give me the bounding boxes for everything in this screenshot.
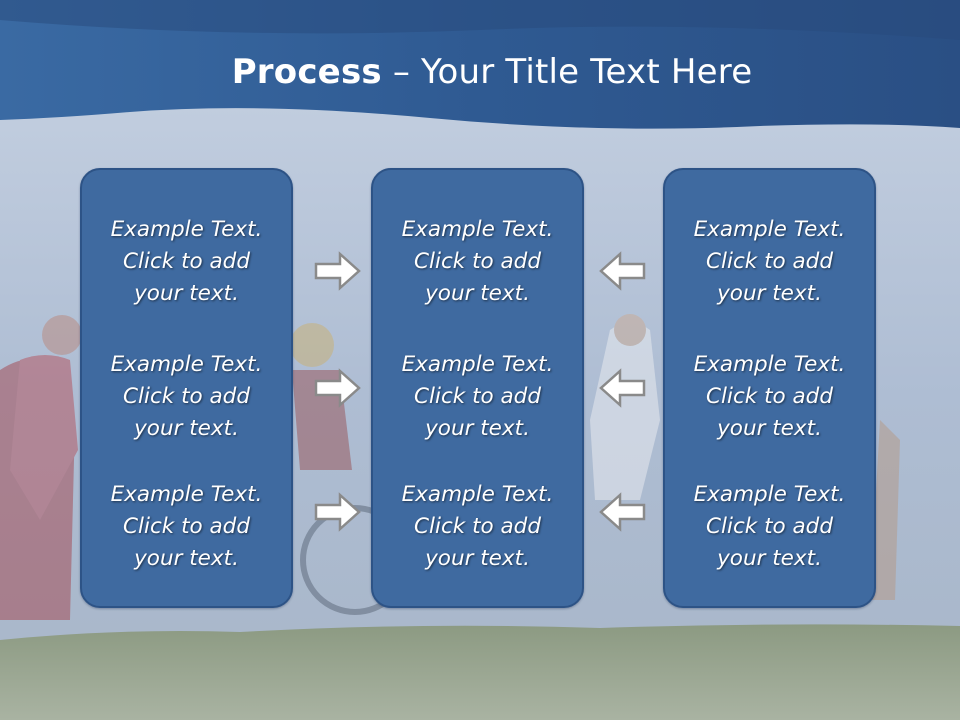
text-line: Click to add bbox=[706, 249, 833, 274]
text-line: your text. bbox=[134, 281, 239, 306]
text-line: your text. bbox=[134, 546, 239, 571]
text-block[interactable]: Example Text. Click to add your text. bbox=[82, 214, 291, 310]
text-line: Click to add bbox=[123, 384, 250, 409]
text-block[interactable]: Example Text. Click to add your text. bbox=[373, 479, 582, 575]
text-line: your text. bbox=[717, 546, 822, 571]
text-line: Example Text. bbox=[110, 352, 263, 377]
arrow-right-icon bbox=[314, 251, 361, 291]
text-line: Click to add bbox=[123, 249, 250, 274]
text-line: Example Text. bbox=[693, 217, 846, 242]
process-box-left[interactable]: Example Text. Click to add your text. Ex… bbox=[80, 168, 293, 608]
text-line: your text. bbox=[717, 416, 822, 441]
title-bold: Process bbox=[231, 52, 382, 92]
arrow-right-icon bbox=[314, 368, 361, 408]
text-block[interactable]: Example Text. Click to add your text. bbox=[665, 479, 874, 575]
text-line: Example Text. bbox=[110, 482, 263, 507]
text-line: Click to add bbox=[706, 384, 833, 409]
text-line: Click to add bbox=[414, 249, 541, 274]
text-line: your text. bbox=[425, 546, 530, 571]
text-line: your text. bbox=[717, 281, 822, 306]
slide-title[interactable]: Process – Your Title Text Here bbox=[0, 52, 960, 92]
text-block[interactable]: Example Text. Click to add your text. bbox=[82, 349, 291, 445]
text-line: Example Text. bbox=[401, 217, 554, 242]
text-line: Click to add bbox=[414, 384, 541, 409]
text-block[interactable]: Example Text. Click to add your text. bbox=[665, 214, 874, 310]
text-line: Example Text. bbox=[401, 482, 554, 507]
text-line: Example Text. bbox=[693, 482, 846, 507]
text-line: Example Text. bbox=[401, 352, 554, 377]
text-line: your text. bbox=[425, 416, 530, 441]
text-block[interactable]: Example Text. Click to add your text. bbox=[373, 214, 582, 310]
text-block[interactable]: Example Text. Click to add your text. bbox=[373, 349, 582, 445]
text-line: Example Text. bbox=[110, 217, 263, 242]
arrow-left-icon bbox=[599, 492, 646, 532]
text-line: Click to add bbox=[123, 514, 250, 539]
text-block[interactable]: Example Text. Click to add your text. bbox=[665, 349, 874, 445]
title-rest: – Your Title Text Here bbox=[381, 52, 753, 92]
arrow-left-icon bbox=[599, 368, 646, 408]
arrow-right-icon bbox=[314, 492, 361, 532]
process-box-right[interactable]: Example Text. Click to add your text. Ex… bbox=[663, 168, 876, 608]
text-block[interactable]: Example Text. Click to add your text. bbox=[82, 479, 291, 575]
text-line: your text. bbox=[425, 281, 530, 306]
text-line: Example Text. bbox=[693, 352, 846, 377]
process-box-center[interactable]: Example Text. Click to add your text. Ex… bbox=[371, 168, 584, 608]
text-line: Click to add bbox=[706, 514, 833, 539]
arrow-left-icon bbox=[599, 251, 646, 291]
text-line: Click to add bbox=[414, 514, 541, 539]
text-line: your text. bbox=[134, 416, 239, 441]
